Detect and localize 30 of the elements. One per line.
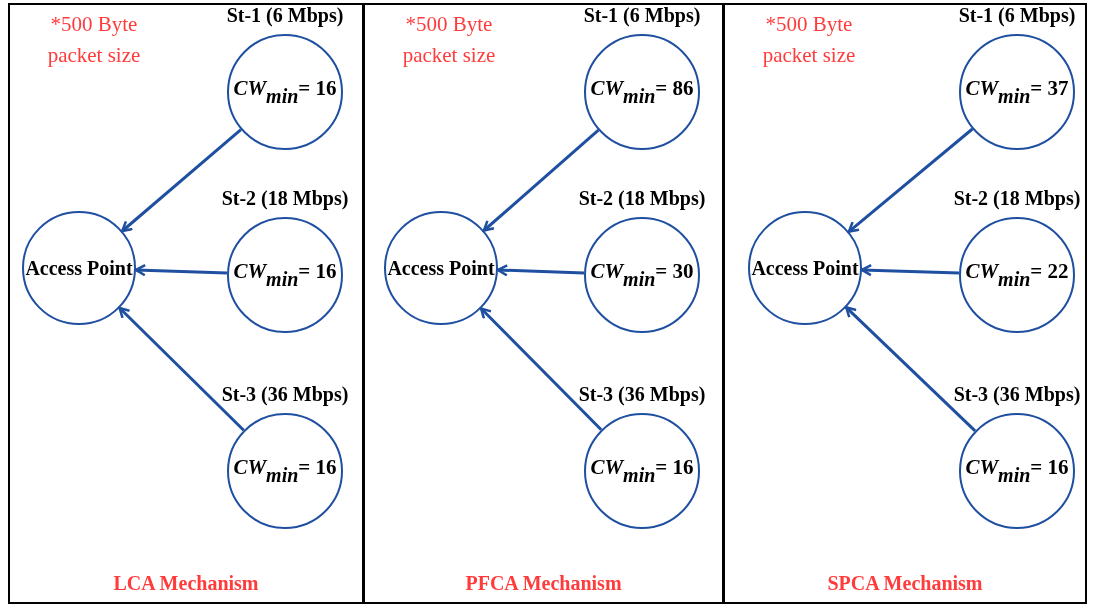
arrow	[482, 129, 600, 232]
station-label: St-1 (6 Mbps)	[583, 3, 701, 29]
arrow	[847, 127, 974, 233]
access-point-circle: Access Point	[748, 211, 862, 325]
panel-title: LCA Mechanism	[112, 571, 260, 596]
panel-title: SPCA Mechanism	[826, 571, 984, 596]
station-label: St-3 (36 Mbps)	[221, 382, 349, 408]
station-label: St-1 (6 Mbps)	[226, 3, 344, 29]
arrow	[496, 264, 585, 277]
access-point-circle: Access Point	[384, 211, 498, 325]
station-label: St-2 (18 Mbps)	[953, 186, 1081, 212]
station-label: St-1 (6 Mbps)	[958, 3, 1076, 29]
note-text: *500 Byte packet size	[46, 11, 142, 69]
panel-frame	[363, 3, 724, 604]
panel-title: PFCA Mechanism	[464, 571, 623, 596]
arrow	[134, 263, 228, 277]
station-label: St-2 (18 Mbps)	[578, 186, 706, 212]
arrow	[121, 128, 242, 233]
note-text: *500 Byte packet size	[761, 11, 857, 69]
note-text: *500 Byte packet size	[401, 11, 497, 69]
arrow	[479, 307, 603, 431]
arrow	[844, 306, 977, 432]
station-label: St-3 (36 Mbps)	[578, 382, 706, 408]
panel-frame	[723, 3, 1087, 604]
station-label: St-3 (36 Mbps)	[953, 382, 1081, 408]
station-label: St-2 (18 Mbps)	[221, 186, 349, 212]
arrow	[118, 306, 245, 432]
panel-frame	[8, 3, 364, 604]
access-point-circle: Access Point	[22, 211, 136, 325]
arrow	[860, 263, 960, 277]
